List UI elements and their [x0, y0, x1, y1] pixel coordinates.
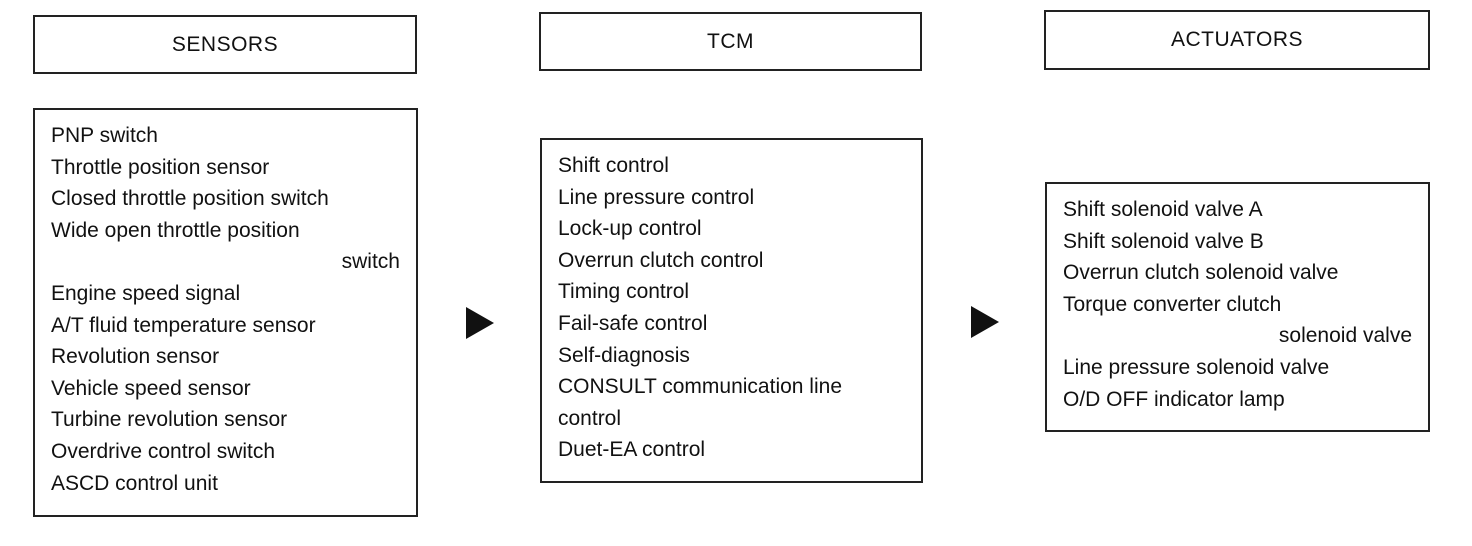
actuators-title: ACTUATORS: [1170, 28, 1304, 51]
actuator-item-continuation: solenoid valve: [1278, 324, 1412, 348]
tcm-item: Duet-EA control: [558, 438, 706, 462]
tcm-item: Overrun clutch control: [558, 248, 764, 272]
sensor-item: Engine speed signal: [51, 281, 241, 305]
tcm-item: Line pressure control: [558, 185, 755, 209]
sensor-item: Vehicle speed sensor: [51, 376, 251, 400]
tcm-header: TCM: [539, 12, 922, 71]
actuator-item: Overrun clutch solenoid valve: [1063, 261, 1339, 285]
actuator-item: Shift solenoid valve B: [1063, 229, 1264, 253]
flow-arrow-icon: [971, 306, 999, 338]
tcm-list-box: Shift control Line pressure control Lock…: [540, 138, 923, 483]
actuator-item: Torque converter clutch: [1063, 292, 1282, 316]
sensor-item: A/T fluid temperature sensor: [51, 313, 316, 337]
sensors-header: SENSORS: [33, 15, 417, 74]
sensor-item: ASCD control unit: [51, 471, 218, 495]
actuator-item: Shift solenoid valve A: [1063, 198, 1263, 221]
sensor-item: Wide open throttle position: [51, 218, 300, 242]
actuator-item: Line pressure solenoid valve: [1063, 355, 1330, 379]
flow-arrow-icon: [466, 307, 494, 339]
sensor-item: PNP switch: [51, 124, 158, 147]
tcm-item-continuation: control: [558, 406, 622, 430]
tcm-title: TCM: [707, 29, 754, 53]
sensors-list-box: PNP switch Throttle position sensor Clos…: [33, 108, 418, 517]
actuators-list-box: Shift solenoid valve A Shift solenoid va…: [1045, 182, 1430, 432]
actuator-item: O/D OFF indicator lamp: [1063, 387, 1285, 411]
sensor-item: Overdrive control switch: [51, 439, 276, 463]
tcm-item: Shift control: [558, 154, 669, 177]
tcm-item: CONSULT communication line: [558, 375, 842, 399]
sensors-title: SENSORS: [171, 32, 279, 56]
sensor-item: Revolution sensor: [51, 345, 220, 369]
sensor-item: Closed throttle position switch: [51, 187, 329, 211]
sensor-item: Throttle position sensor: [51, 155, 270, 179]
actuators-header: ACTUATORS: [1044, 10, 1430, 70]
tcm-item: Self-diagnosis: [558, 343, 690, 367]
tcm-item: Timing control: [558, 280, 690, 304]
sensor-item-continuation: switch: [341, 250, 400, 274]
tcm-item: Lock-up control: [558, 217, 702, 241]
sensor-item: Turbine revolution sensor: [51, 408, 288, 432]
tcm-item: Fail-safe control: [558, 311, 708, 335]
